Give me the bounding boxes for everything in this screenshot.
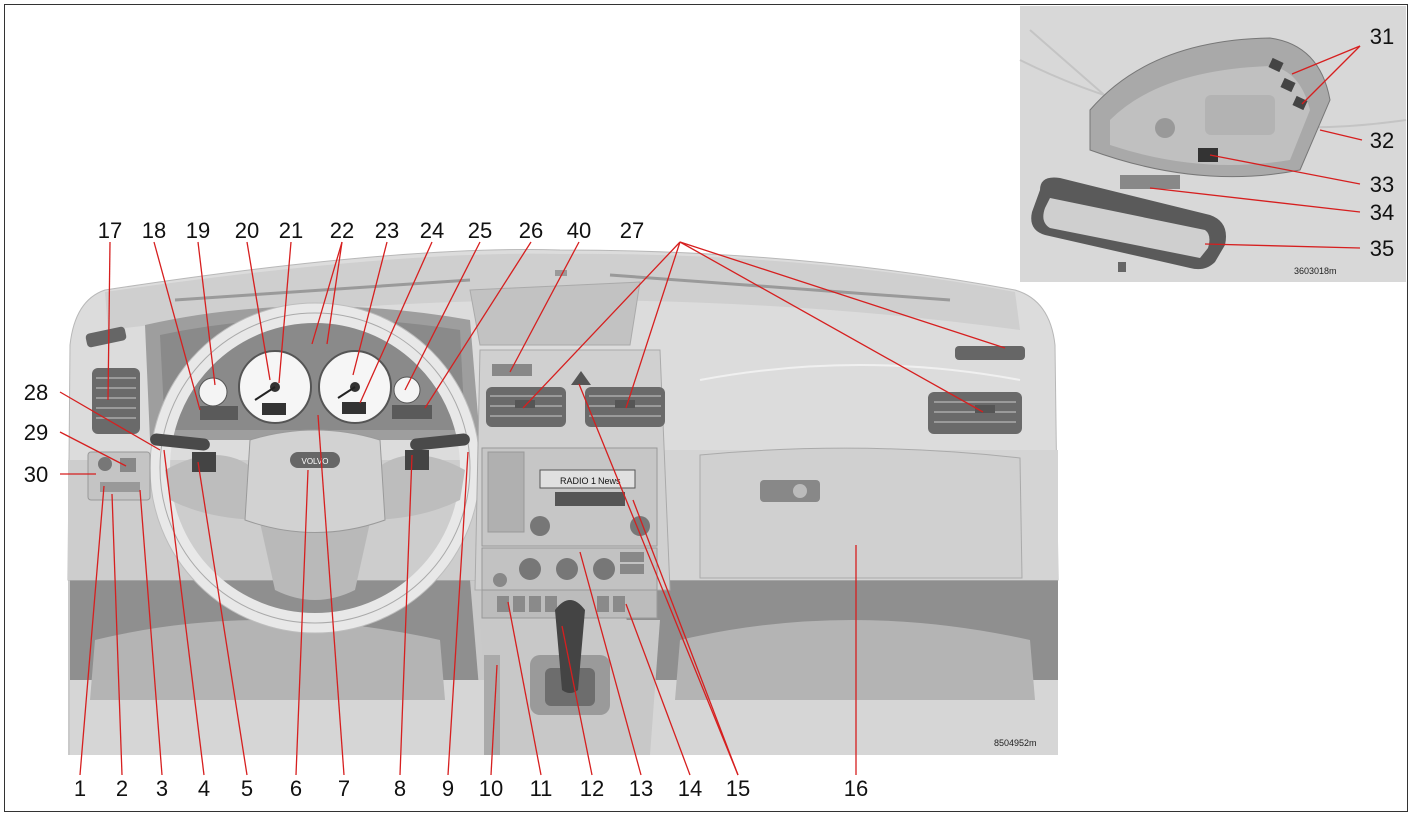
callout-14: 14 [678,776,702,801]
callout-24: 24 [420,218,444,243]
figure-code-main: 8504952m [994,738,1037,748]
figure-code-inset: 3603018m [1294,266,1337,276]
callout-18: 18 [142,218,166,243]
callout-35: 35 [1370,236,1394,261]
steering-badge-text: VOLVO [302,457,329,466]
callout-34: 34 [1370,200,1394,225]
callout-21: 21 [279,218,303,243]
callout-17: 17 [98,218,122,243]
callout-4: 4 [198,776,210,801]
callout-7: 7 [338,776,350,801]
callout-23: 23 [375,218,399,243]
callout-29: 29 [24,420,48,445]
callout-28: 28 [24,380,48,405]
callout-13: 13 [629,776,653,801]
callout-3: 3 [156,776,168,801]
callout-30: 30 [24,462,48,487]
callout-9: 9 [442,776,454,801]
callout-5: 5 [241,776,253,801]
callout-20: 20 [235,218,259,243]
callout-16: 16 [844,776,868,801]
callout-26: 26 [519,218,543,243]
dashboard-drawing: VOLVO RADIO 1 News [68,250,1058,756]
callout-11: 11 [530,776,553,801]
callout-19: 19 [186,218,210,243]
callout-10: 10 [479,776,503,801]
callout-2: 2 [116,776,128,801]
callout-27: 27 [620,218,644,243]
callout-6: 6 [290,776,302,801]
callout-33: 33 [1370,172,1394,197]
callout-32: 32 [1370,128,1394,153]
callout-8: 8 [394,776,406,801]
callout-12: 12 [580,776,604,801]
callout-15: 15 [726,776,750,801]
callout-25: 25 [468,218,492,243]
radio-display-text: RADIO 1 [560,476,596,486]
callout-1: 1 [74,776,86,801]
callout-40: 40 [567,218,591,243]
inset-mirror-illustration [1020,6,1406,282]
callout-31: 31 [1370,24,1394,49]
callout-22: 22 [330,218,354,243]
